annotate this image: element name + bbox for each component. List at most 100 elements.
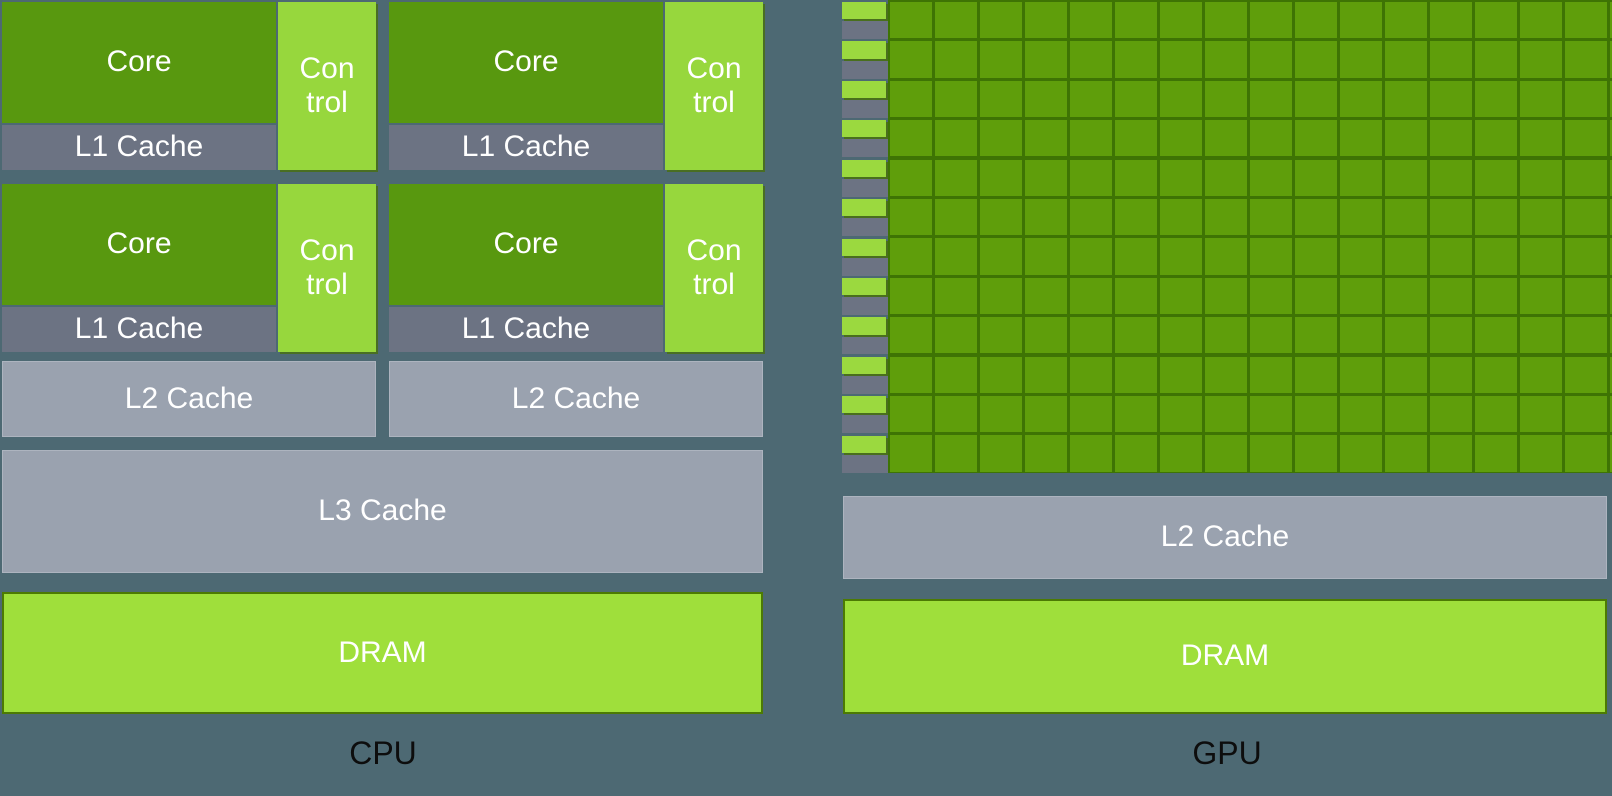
gpu-core-cell (1384, 395, 1427, 433)
cpu-l1-label: L1 Cache (74, 130, 204, 164)
gpu-core-cell (1429, 238, 1472, 275)
gpu-l1-cache-block (842, 178, 888, 197)
gpu-core-cell (1339, 120, 1382, 157)
gpu-core-cell (979, 356, 1022, 393)
gpu-core-cell (1384, 159, 1427, 196)
gpu-core-cell (1519, 41, 1562, 78)
cpu-control-label-line2: trol (306, 268, 348, 301)
cpu-l1-cache-block: L1 Cache (2, 307, 276, 352)
gpu-core-cell (1249, 41, 1292, 78)
gpu-core-cell (1609, 356, 1612, 393)
gpu-core-cell (1159, 80, 1202, 118)
gpu-core-cell (1564, 80, 1607, 118)
gpu-l1-cache-block (842, 60, 888, 79)
gpu-core-cell (934, 277, 977, 315)
cpu-core-group-2: Core Con trol L1 Cache (389, 2, 763, 170)
gpu-core-cell (1024, 356, 1067, 393)
gpu-core-cell (1294, 41, 1337, 78)
gpu-core-cell (1294, 159, 1337, 196)
gpu-caption: GPU (1192, 734, 1262, 771)
gpu-core-cell (1564, 238, 1607, 275)
gpu-control-block (842, 317, 886, 335)
gpu-core-cell (1564, 277, 1607, 315)
gpu-core-cell (1159, 317, 1202, 354)
gpu-core-cell (1249, 120, 1292, 157)
gpu-core-cell (1114, 277, 1157, 315)
gpu-core-cell (1024, 238, 1067, 275)
cpu-core-group-3: Core Con trol L1 Cache (2, 184, 376, 352)
gpu-dram-block: DRAM (843, 599, 1607, 714)
cpu-l2-label: L2 Cache (124, 381, 254, 415)
cpu-control-label-line2: trol (693, 268, 735, 301)
gpu-core-cell (1249, 435, 1292, 472)
gpu-core-cell (1384, 356, 1427, 393)
gpu-core-cell (1114, 395, 1157, 433)
gpu-core-cell (1384, 120, 1427, 157)
gpu-control-block (842, 80, 886, 99)
gpu-control-block (842, 159, 886, 177)
gpu-core-cell (1249, 159, 1292, 196)
gpu-core-cell (1249, 395, 1292, 433)
gpu-core-cell (1519, 80, 1562, 118)
gpu-l1-cache-block (842, 139, 888, 158)
gpu-core-cell (1429, 120, 1472, 157)
gpu-core-cell (979, 395, 1022, 433)
gpu-core-cell (1159, 395, 1202, 433)
gpu-core-cell (1204, 2, 1247, 39)
gpu-control-block (842, 356, 886, 374)
gpu-core-cell (979, 2, 1022, 39)
gpu-core-cell (1474, 41, 1517, 78)
gpu-core-cell (1024, 277, 1067, 315)
gpu-control-block (842, 238, 886, 256)
gpu-core-cell (1519, 317, 1562, 354)
cpu-control-label-line2: trol (306, 86, 348, 119)
gpu-core-cell (1609, 317, 1612, 354)
gpu-core-cell (1114, 159, 1157, 196)
cpu-control-block: Con trol (278, 184, 376, 352)
gpu-core-cell (1339, 395, 1382, 433)
cpu-core-label: Core (493, 45, 559, 79)
gpu-core-cell (934, 356, 977, 393)
gpu-core-cell (1069, 435, 1112, 472)
gpu-core-cell (1609, 80, 1612, 118)
gpu-core-cell (1159, 277, 1202, 315)
cpu-control-block: Con trol (665, 184, 763, 352)
gpu-core-cell (1339, 159, 1382, 196)
cpu-core-block: Core (2, 2, 276, 123)
gpu-core-cell (890, 277, 932, 315)
gpu-core-cell (1474, 120, 1517, 157)
gpu-core-cell (1294, 2, 1337, 39)
gpu-core-cell (1069, 198, 1112, 236)
cpu-core-label: Core (106, 227, 172, 261)
gpu-core-cell (1159, 198, 1202, 236)
gpu-l1-cache-block (842, 415, 888, 434)
gpu-core-cell (1564, 159, 1607, 196)
cpu-l2-cache-block-right: L2 Cache (389, 361, 763, 437)
gpu-core-cell (1429, 317, 1472, 354)
gpu-core-cell (1609, 198, 1612, 236)
gpu-core-cell (1204, 198, 1247, 236)
gpu-core-cell (1339, 356, 1382, 393)
gpu-core-cell (1069, 41, 1112, 78)
gpu-core-cell (1429, 435, 1472, 472)
gpu-core-cell (934, 80, 977, 118)
gpu-core-cell (1069, 159, 1112, 196)
gpu-core-cell (890, 41, 932, 78)
gpu-control-block (842, 435, 886, 453)
gpu-core-cell (1339, 80, 1382, 118)
gpu-core-cell (1519, 120, 1562, 157)
gpu-core-cell (1384, 238, 1427, 275)
gpu-core-cell (1474, 395, 1517, 433)
gpu-core-cell (1024, 120, 1067, 157)
gpu-core-cell (1114, 238, 1157, 275)
gpu-core-cell (1609, 238, 1612, 275)
gpu-core-cell (1564, 2, 1607, 39)
gpu-core-cell (1429, 2, 1472, 39)
gpu-core-cell (1339, 435, 1382, 472)
gpu-core-cell (1519, 2, 1562, 39)
gpu-core-cell (1474, 356, 1517, 393)
gpu-core-cell (890, 120, 932, 157)
gpu-core-cell (1114, 120, 1157, 157)
gpu-core-cell (1564, 435, 1607, 472)
